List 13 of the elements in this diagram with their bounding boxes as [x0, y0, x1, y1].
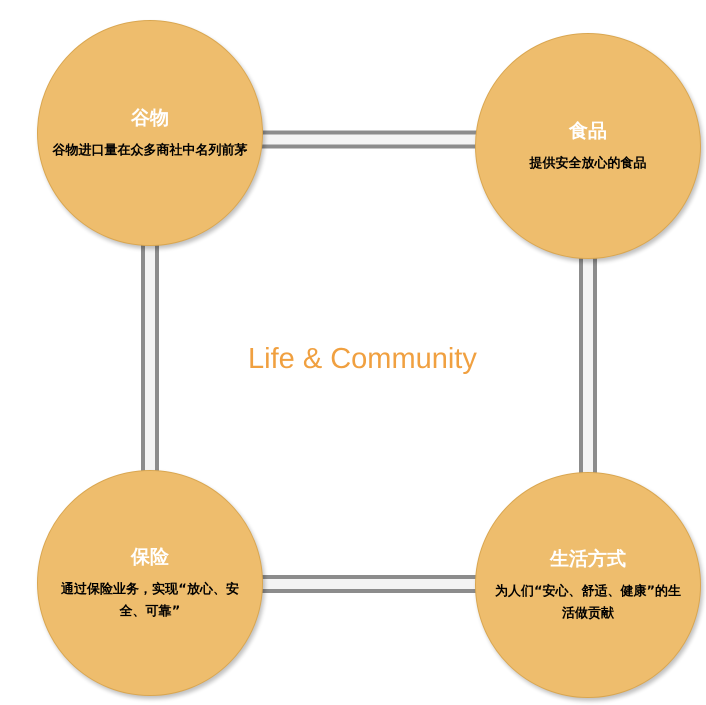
center-title: Life & Community	[248, 342, 477, 377]
circle-description: 谷物进口量在众多商社中名列前茅	[52, 142, 248, 160]
connector-bar	[261, 575, 477, 593]
circle-title: 保险	[131, 544, 169, 570]
circle-title: 生活方式	[550, 546, 626, 572]
circle-description: 提供安全放心的食品	[528, 154, 648, 174]
circle-title: 谷物	[131, 106, 169, 131]
circle-description: 通过保险业务，实现“放心、安全、可靠”	[60, 580, 240, 622]
connector-bar	[141, 244, 159, 472]
connector-bar	[579, 257, 597, 474]
circle-description: 为人们“安心、舒适、健康”的生活做贡献	[494, 582, 682, 624]
connector-bar	[260, 130, 478, 148]
circle-title: 食品	[569, 118, 607, 144]
